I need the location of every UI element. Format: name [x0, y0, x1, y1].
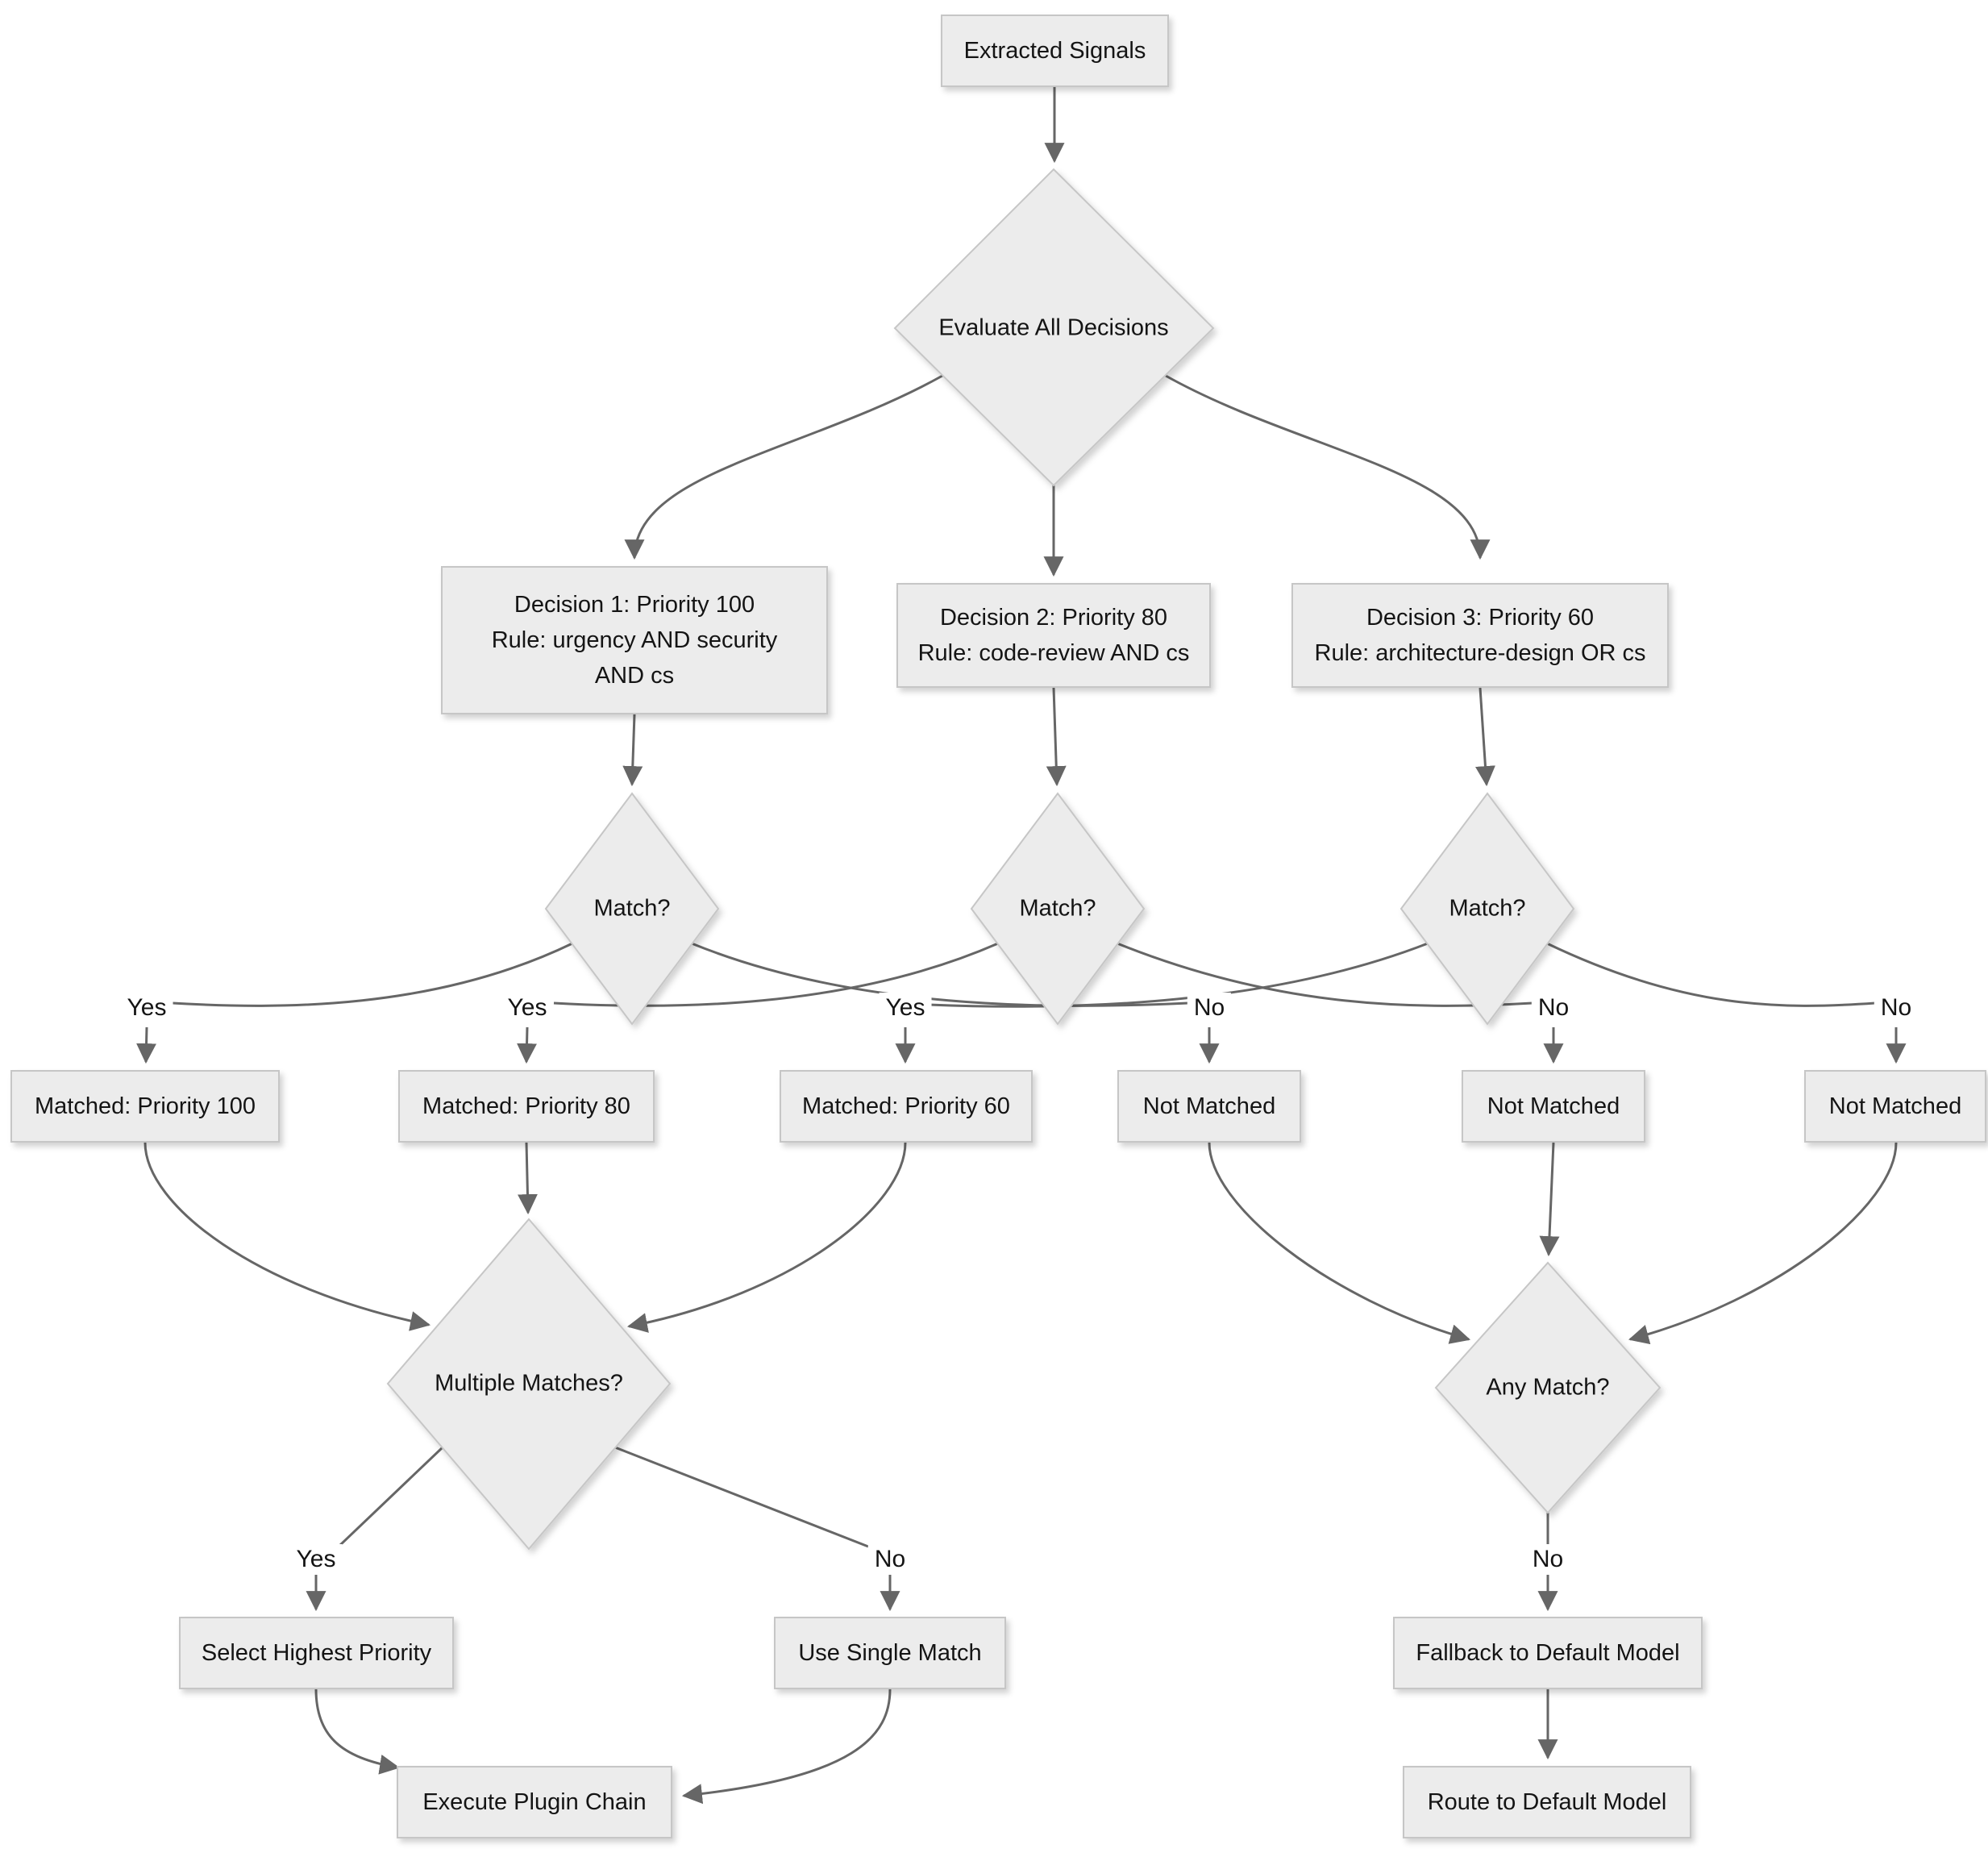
node-label-line: Rule: architecture-design OR cs	[1314, 640, 1646, 666]
any-match-diamond	[1434, 1261, 1662, 1514]
node-label: Fallback to Default Model	[1416, 1640, 1680, 1666]
node-route-to-default-model: Route to Default Model	[1403, 1766, 1691, 1838]
edge-match1-yes-diagonal	[172, 942, 573, 1007]
edge-notmatched3-to-anymatch	[1628, 1142, 1898, 1345]
edge-label-anymatch-no: No	[1525, 1544, 1570, 1575]
edge-matched60-to-multiple	[626, 1142, 907, 1333]
edge-label-match3-no: No	[1874, 993, 1919, 1023]
node-label: Not Matched	[1142, 1093, 1276, 1119]
node-label: Not Matched	[1828, 1093, 1962, 1119]
node-decision1: Decision 1: Priority 100 Rule: urgency A…	[441, 566, 828, 714]
node-execute-plugin-chain: Execute Plugin Chain	[397, 1766, 672, 1838]
node-label: Matched: Priority 100	[34, 1093, 256, 1119]
edge-match1-no-diagonal	[691, 942, 1189, 1007]
node-decision2: Decision 2: Priority 80 Rule: code-revie…	[896, 583, 1211, 688]
node-label-line: Decision 3: Priority 60	[1366, 605, 1595, 631]
multiple-matches-label: Multiple Matches?	[435, 1370, 623, 1397]
node-label: Extracted Signals	[963, 38, 1146, 64]
match2-diamond	[970, 792, 1146, 1026]
node-label-line: Decision 2: Priority 80	[939, 605, 1168, 631]
match3-diamond	[1400, 792, 1575, 1026]
edge-label-match1-no: No	[1187, 993, 1232, 1023]
edge-label-match1-yes: Yes	[120, 993, 173, 1023]
edge-yes2-to-matched80	[517, 1026, 538, 1064]
node-label-line: Rule: code-review AND cs	[917, 640, 1190, 666]
edge-matched100-to-multiple	[143, 1142, 431, 1331]
edge-matched80-to-multiple	[517, 1142, 538, 1215]
node-not-matched-3: Not Matched	[1804, 1070, 1986, 1143]
edge-select-to-execute	[314, 1688, 401, 1775]
edge-label-multiple-yes: Yes	[289, 1544, 343, 1575]
edge-match3-no-diagonal	[1546, 942, 1876, 1007]
node-matched-priority-60: Matched: Priority 60	[780, 1070, 1033, 1143]
match2-label: Match?	[1019, 895, 1096, 922]
edge-single-to-execute	[681, 1688, 892, 1805]
node-label: Not Matched	[1487, 1093, 1620, 1119]
node-label: Use Single Match	[798, 1640, 982, 1666]
evaluate-all-decisions-diamond	[893, 168, 1215, 487]
node-label: Matched: Priority 60	[802, 1093, 1010, 1119]
edge-label-match2-yes: Yes	[501, 993, 554, 1023]
edge-label-match2-no: No	[1531, 993, 1576, 1023]
node-label-line: Decision 1: Priority 100	[514, 592, 755, 618]
node-label: Execute Plugin Chain	[422, 1789, 647, 1815]
match1-diamond	[544, 792, 720, 1026]
edge-label-match3-yes: Yes	[879, 993, 932, 1023]
edge-notmatched1-to-anymatch	[1208, 1142, 1471, 1344]
node-label: Matched: Priority 80	[422, 1093, 630, 1119]
node-label-line: Rule: urgency AND security	[491, 627, 778, 653]
node-label: Route to Default Model	[1427, 1789, 1667, 1815]
edge-multiple-yes-diagonal	[338, 1446, 444, 1547]
node-matched-priority-100: Matched: Priority 100	[10, 1070, 280, 1143]
node-not-matched-2: Not Matched	[1462, 1070, 1645, 1143]
edge-decision2-to-match2	[1046, 687, 1067, 787]
edge-match2-yes-diagonal	[553, 942, 999, 1007]
edge-decision1-to-match1	[622, 714, 643, 787]
edge-multiple-no-diagonal	[614, 1446, 869, 1548]
edge-notmatched2-to-anymatch	[1539, 1142, 1560, 1257]
node-matched-priority-80: Matched: Priority 80	[398, 1070, 655, 1143]
edge-evaluate-to-decision1	[624, 374, 943, 560]
node-extracted-signals: Extracted Signals	[941, 15, 1169, 87]
edge-yes1-to-matched100	[136, 1026, 157, 1064]
match1-label: Match?	[593, 895, 671, 922]
node-label-line: AND cs	[594, 663, 675, 689]
node-fallback-to-default-model: Fallback to Default Model	[1393, 1617, 1703, 1689]
node-decision3: Decision 3: Priority 60 Rule: architectu…	[1291, 583, 1669, 688]
node-select-highest-priority: Select Highest Priority	[179, 1617, 454, 1689]
multiple-matches-diamond	[386, 1218, 672, 1551]
any-match-label: Any Match?	[1486, 1374, 1610, 1401]
node-not-matched-1: Not Matched	[1117, 1070, 1301, 1143]
match3-label: Match?	[1449, 895, 1526, 922]
edge-match3-yes-diagonal	[928, 942, 1429, 1008]
edge-decision3-to-match3	[1475, 687, 1495, 787]
node-label: Select Highest Priority	[201, 1640, 432, 1666]
node-use-single-match: Use Single Match	[774, 1617, 1006, 1689]
evaluate-all-decisions-label: Evaluate All Decisions	[938, 314, 1169, 341]
edge-evaluate-to-decision3	[1165, 374, 1491, 560]
edge-label-multiple-no: No	[867, 1544, 913, 1575]
